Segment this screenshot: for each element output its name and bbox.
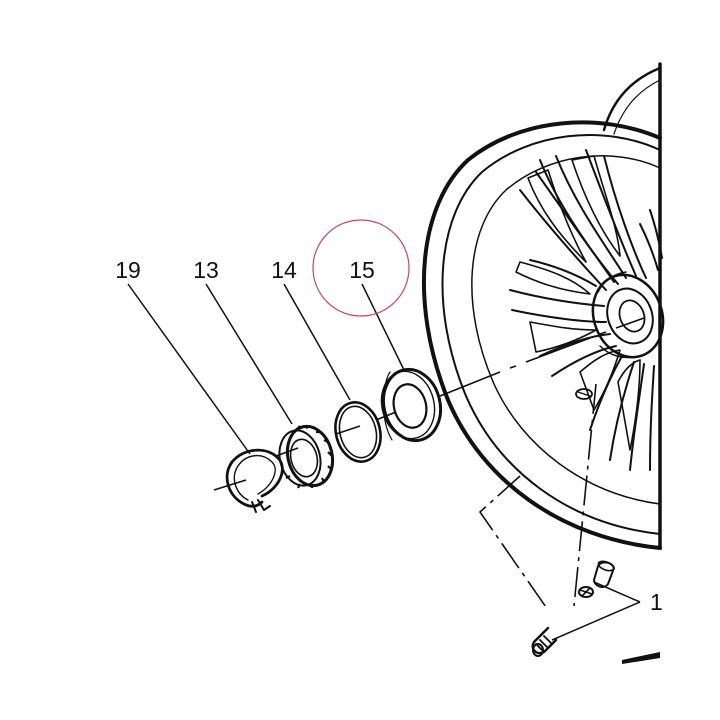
rim-inner-edge [441,133,661,535]
part-1-valve [531,560,615,657]
callout-19: 19 [115,257,141,283]
leader-1b [551,601,641,641]
part-14-ring [334,401,382,463]
frame-edge [622,652,660,664]
highlight-circle [312,219,410,317]
leader-14 [283,283,351,401]
callout-14: 14 [271,257,297,283]
callout-13: 13 [193,257,219,283]
leader-19 [127,283,251,455]
callout-1: 1 [650,589,663,615]
part-15-bearing [380,367,443,443]
valve-stem [531,626,558,657]
part-13-ring-nut [278,424,335,489]
callout-15: 15 [349,257,375,283]
rim-rear-lip [602,66,662,132]
leader-lines [127,283,641,641]
part-19-circlip [225,448,284,513]
rim-outer-edge [421,120,662,550]
valve-nut [578,586,594,598]
wheel [421,62,665,550]
rim-bead [471,155,661,505]
valve-cap [593,560,615,588]
rim-rear-lip-inner [613,79,661,135]
valve-axis-lines [478,383,597,611]
leader-13 [205,283,293,425]
leader-1a [593,581,641,603]
spoke-windows [515,155,641,451]
valve-hole [575,388,593,400]
leader-15 [361,283,405,371]
